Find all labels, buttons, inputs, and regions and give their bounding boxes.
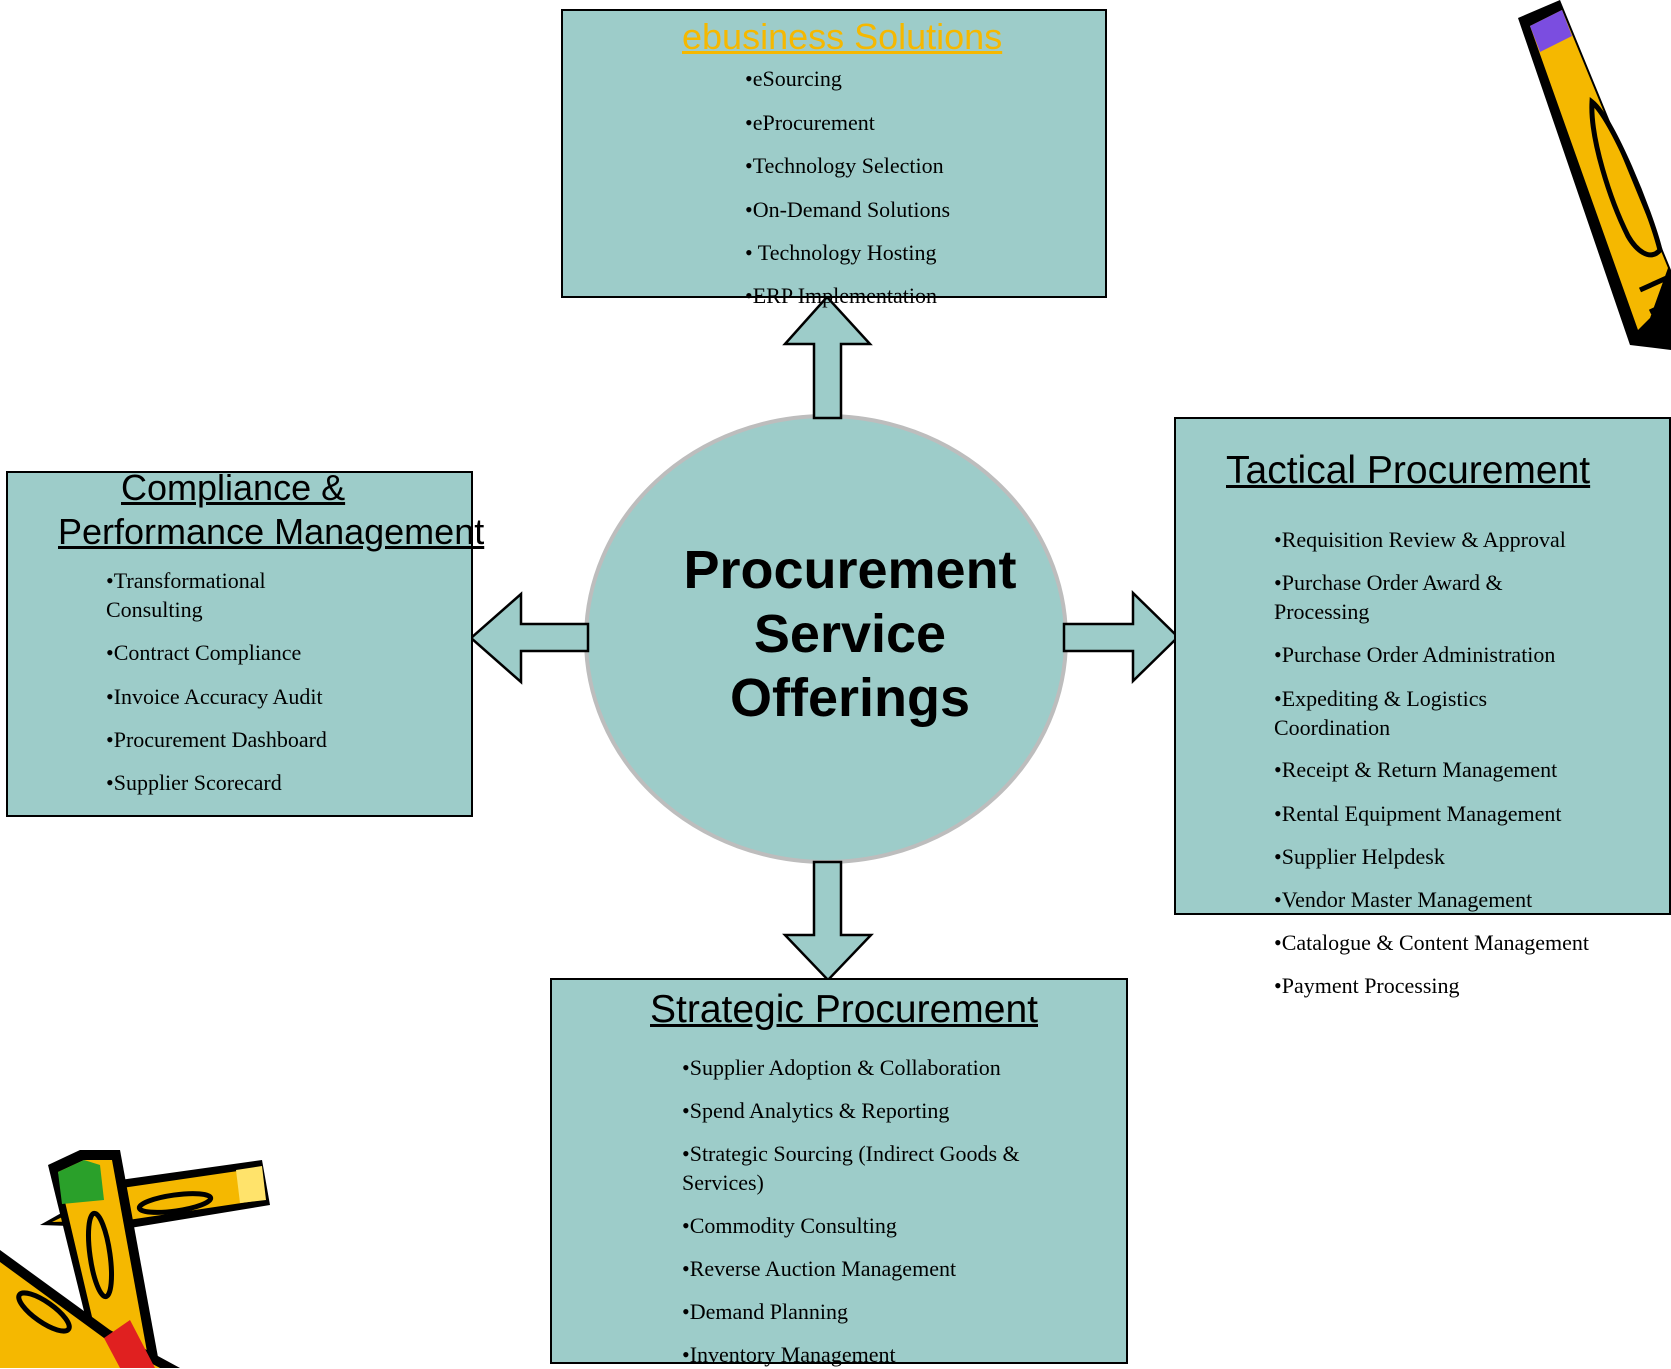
ebusiness-item: •ERP Implementation [745,283,938,308]
tactical-item: •Purchase Order Award & Processing [1274,570,1503,624]
strategic-item: •Reverse Auction Management [682,1256,957,1281]
compliance-item: •Procurement Dashboard [106,727,327,752]
strategic-item: •Demand Planning [682,1299,848,1324]
arrow-right [1062,590,1180,684]
tactical-item: •Payment Processing [1274,973,1460,998]
ebusiness-item: •On-Demand Solutions [745,197,951,222]
compliance-box [6,471,473,817]
strategic-item: •Supplier Adoption & Collaboration [682,1055,1001,1080]
pencils-icon [0,1150,270,1368]
compliance-item: •Invoice Accuracy Audit [106,684,323,709]
center-title: Procurement Service Offerings [590,538,1110,730]
tactical-item: •Supplier Helpdesk [1274,844,1445,869]
tactical-item: •Rental Equipment Management [1274,801,1562,826]
tactical-title: Tactical Procurement [1226,449,1591,492]
tactical-box [1174,417,1671,915]
tactical-item: •Vendor Master Management [1274,887,1533,912]
tactical-item: •Expediting & Logistics Coordination [1274,686,1488,740]
ebusiness-item: •eSourcing [745,66,842,91]
strategic-item: •Strategic Sourcing (Indirect Goods & Se… [682,1141,1020,1195]
center-title-line: Procurement [683,540,1017,600]
ebusiness-box [561,9,1107,298]
strategic-item: •Inventory Management [682,1342,896,1367]
compliance-item: •Contract Compliance [106,640,302,665]
compliance-item: •Transformational Consulting [106,568,266,622]
ebusiness-item: •eProcurement [745,110,875,135]
compliance-title-line1: Compliance & [121,467,346,508]
arrow-up [782,295,873,420]
center-title-line: Service [753,604,947,664]
compliance-title-line2: Performance Management [58,511,485,552]
arrow-left [469,591,590,685]
ebusiness-item: • Technology Hosting [745,240,937,265]
ebusiness-item: •Technology Selection [745,153,944,178]
ebusiness-title: ebusiness Solutions [682,16,1003,57]
strategic-item: •Spend Analytics & Reporting [682,1098,950,1123]
strategic-item: •Commodity Consulting [682,1213,897,1238]
pencil-icon [1518,0,1671,350]
compliance-item: •Supplier Scorecard [106,770,282,795]
tactical-item: •Receipt & Return Management [1274,757,1558,782]
arrow-down [782,860,874,982]
strategic-title: Strategic Procurement [650,988,1039,1031]
tactical-item: •Requisition Review & Approval [1274,527,1566,552]
center-title-line: Offerings [729,668,971,728]
strategic-box [550,978,1128,1364]
tactical-item: •Purchase Order Administration [1274,642,1556,667]
tactical-item: •Catalogue & Content Management [1274,930,1590,955]
